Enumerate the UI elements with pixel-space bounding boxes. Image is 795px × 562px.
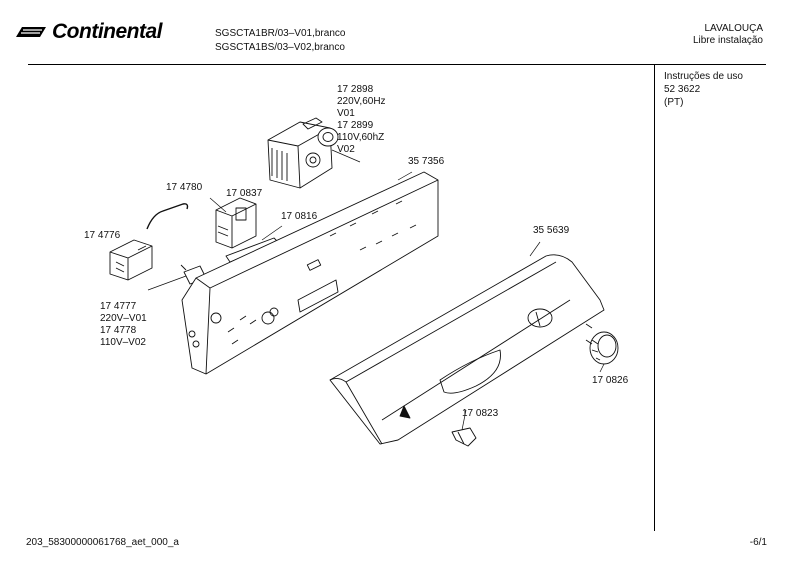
part-number: 17 0837 [226,188,263,199]
leader-lines [147,149,605,431]
part-variant: V02 [337,144,355,155]
handle-part [451,427,477,447]
fascia-part [329,254,605,445]
side-panel-divider [654,65,655,531]
part-number: 35 7356 [408,156,445,167]
part-spec: 220V,60Hz [337,96,386,107]
part-number: 17 4780 [166,182,203,193]
model-line-2: SGSCTA1BS/03–V02,branco [215,42,345,53]
part-number: 17 2899 [337,120,374,131]
side-panel-line: 52 3622 [664,84,701,95]
part-spec: 110V–V02 [100,337,146,348]
document-id: 203_58300000061768_aet_000_a [26,537,179,548]
appliance-subcategory: Libre instalação [692,35,763,46]
continental-horse-icon [16,27,46,37]
switch-housing-part [215,197,257,249]
part-spec: 110V,60hZ [337,132,385,143]
part-number: 17 4777 [100,301,137,312]
part-number: 17 2898 [337,84,374,95]
knob-part [585,331,619,365]
switch-block-part [109,239,153,281]
appliance-category: LAVALOUÇA [704,23,763,34]
brand-logo: Continental [14,20,163,44]
model-line-1: SGSCTA1BR/03–V01,branco [215,28,346,39]
timer-part [267,117,339,189]
page-number: -6/1 [749,537,767,548]
part-number: 17 0826 [592,375,629,386]
side-panel-line: Instruções de uso [664,71,743,82]
clip-part [146,203,189,230]
part-variant: V01 [337,108,355,119]
part-number: 35 5639 [533,225,570,236]
part-number: 17 4778 [100,325,137,336]
timer-label-block: 17 2898 220V,60Hz V01 17 2899 110V,60hZ … [337,84,386,156]
panel-frame-part [181,171,439,375]
brand-name: Continental [52,20,163,43]
part-number: 17 0823 [462,408,499,419]
side-panel-line: (PT) [664,97,684,108]
part-spec: 220V–V01 [100,313,147,324]
part-number: 17 0816 [281,211,318,222]
side-panel: Instruções de uso 52 3622 (PT) [664,70,743,109]
part-number: 17 4776 [84,230,121,241]
header-divider [28,64,766,65]
lamp-label-block: 17 4777 220V–V01 17 4778 110V–V02 [100,301,147,349]
